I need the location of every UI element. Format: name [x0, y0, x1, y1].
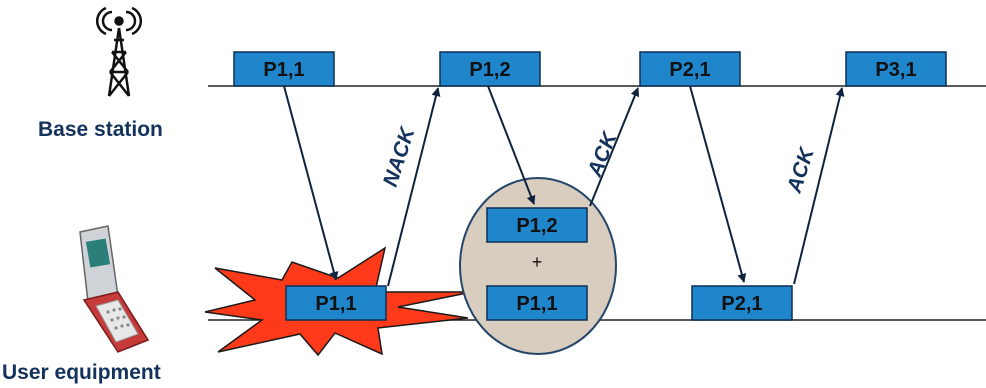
ue-packet-label: P1,1	[516, 293, 557, 315]
ue-packet-last: P2,1	[691, 285, 793, 321]
ack-arrow	[793, 87, 845, 285]
transmission-arrow	[689, 85, 747, 283]
base-station-label: Base station	[38, 118, 163, 141]
ue-packet-combined-bottom: P1,1	[486, 285, 588, 321]
ack-arrow	[589, 87, 640, 207]
base-packet-label: P1,2	[469, 59, 510, 81]
ue-packet-label: P1,2	[516, 215, 557, 237]
base-packet: P3,1	[845, 51, 947, 87]
antenna-tower-icon	[96, 6, 142, 97]
ue-packet-label: P2,1	[721, 293, 762, 315]
retransmission-arrow	[487, 85, 536, 205]
user-equipment-label: User equipment	[2, 361, 161, 384]
ack-label: ACK	[583, 127, 622, 180]
combine-plus-sign: +	[532, 252, 543, 272]
ue-packet-collided: P1,1	[285, 285, 387, 321]
base-packet-label: P1,1	[263, 59, 304, 81]
ue-packet-combined-top: P1,2	[486, 207, 588, 243]
transmission-arrow	[283, 85, 339, 281]
mobile-phone-icon	[79, 225, 150, 353]
base-packet: P2,1	[639, 51, 741, 87]
base-packet-label: P2,1	[669, 59, 710, 81]
nack-arrow	[387, 87, 441, 287]
base-packet: P1,1	[233, 51, 335, 87]
ack-label: ACK	[783, 143, 820, 196]
base-packet: P1,2	[439, 51, 541, 87]
base-packet-label: P3,1	[875, 59, 916, 81]
ue-packet-label: P1,1	[315, 293, 356, 315]
